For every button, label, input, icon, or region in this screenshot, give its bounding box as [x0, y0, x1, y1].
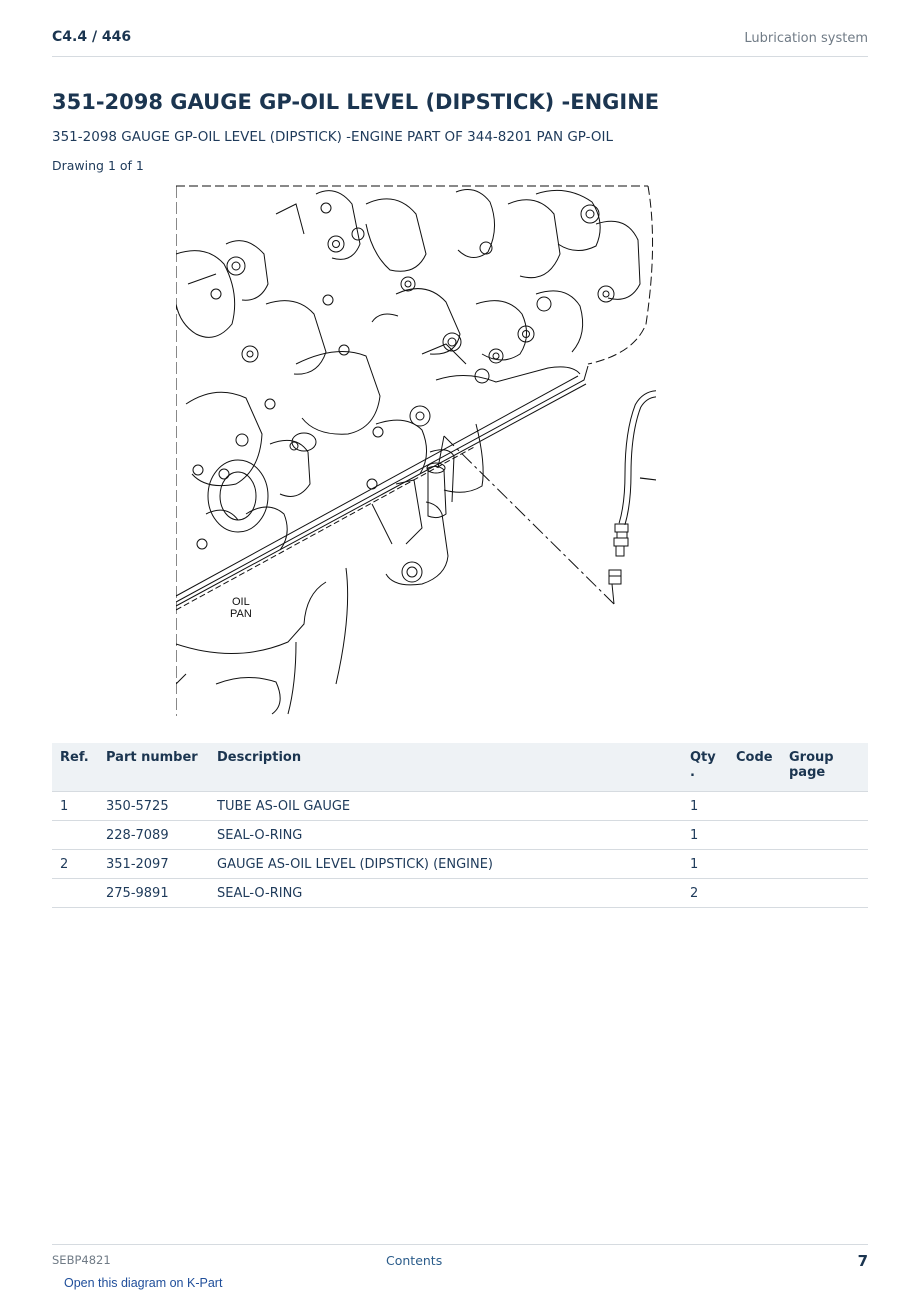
col-header-part-number: Part number [98, 743, 209, 792]
col-header-qty: Qty. [682, 743, 728, 792]
oil-pan-label-line2: PAN [230, 608, 252, 620]
cell-ref [52, 820, 98, 850]
document-id: SEBP4821 [52, 1253, 111, 1267]
page-header: C4.4 / 446 Lubrication system [52, 28, 868, 57]
parts-diagram: 2 1 OIL PAN [176, 185, 656, 716]
cell-description: TUBE AS-OIL GAUGE [209, 791, 682, 821]
col-header-code: Code [728, 743, 781, 792]
cell-ref [52, 878, 98, 908]
cell-code [728, 820, 781, 850]
contents-link[interactable]: Contents [386, 1253, 443, 1268]
page-subtitle: 351-2098 GAUGE GP-OIL LEVEL (DIPSTICK) -… [52, 129, 614, 145]
table-row: 1 350-5725 TUBE AS-OIL GAUGE 1 [52, 791, 868, 821]
drawing-label: Drawing 1 of 1 [52, 158, 144, 173]
category-label: Lubrication system [744, 31, 868, 46]
page-title: 351-2098 GAUGE GP-OIL LEVEL (DIPSTICK) -… [52, 90, 660, 114]
cell-qty: 1 [682, 849, 728, 879]
cell-ref: 2 [52, 849, 98, 879]
cell-group-page [781, 849, 868, 879]
col-header-description: Description [209, 743, 682, 792]
table-row: 2 351-2097 GAUGE AS-OIL LEVEL (DIPSTICK)… [52, 849, 868, 879]
kpart-link[interactable]: Open this diagram on K-Part [64, 1276, 223, 1290]
cell-description: GAUGE AS-OIL LEVEL (DIPSTICK) (ENGINE) [209, 849, 682, 879]
cell-description: SEAL-O-RING [209, 820, 682, 850]
cell-description: SEAL-O-RING [209, 878, 682, 908]
cell-part-number: 275-9891 [98, 878, 209, 908]
cell-code [728, 878, 781, 908]
cell-qty: 2 [682, 878, 728, 908]
cell-qty: 1 [682, 791, 728, 821]
cell-part-number: 228-7089 [98, 820, 209, 850]
cell-code [728, 849, 781, 879]
cell-group-page [781, 791, 868, 821]
table-row: 228-7089 SEAL-O-RING 1 [52, 820, 868, 850]
parts-table: Ref. Part number Description Qty. Code G… [52, 743, 868, 908]
cell-part-number: 351-2097 [98, 849, 209, 879]
table-header-row: Ref. Part number Description Qty. Code G… [52, 743, 868, 792]
oil-pan-label-line1: OIL [232, 596, 250, 608]
cell-code [728, 791, 781, 821]
cell-group-page [781, 820, 868, 850]
cell-part-number: 350-5725 [98, 791, 209, 821]
table-row: 275-9891 SEAL-O-RING 2 [52, 878, 868, 908]
cell-qty: 1 [682, 820, 728, 850]
cell-ref: 1 [52, 791, 98, 821]
page-footer: SEBP4821 Contents 7 [52, 1244, 868, 1275]
col-header-ref: Ref. [52, 743, 98, 792]
section-indicator: C4.4 / 446 [52, 29, 132, 45]
page-number: 7 [857, 1252, 868, 1270]
cell-group-page [781, 878, 868, 908]
